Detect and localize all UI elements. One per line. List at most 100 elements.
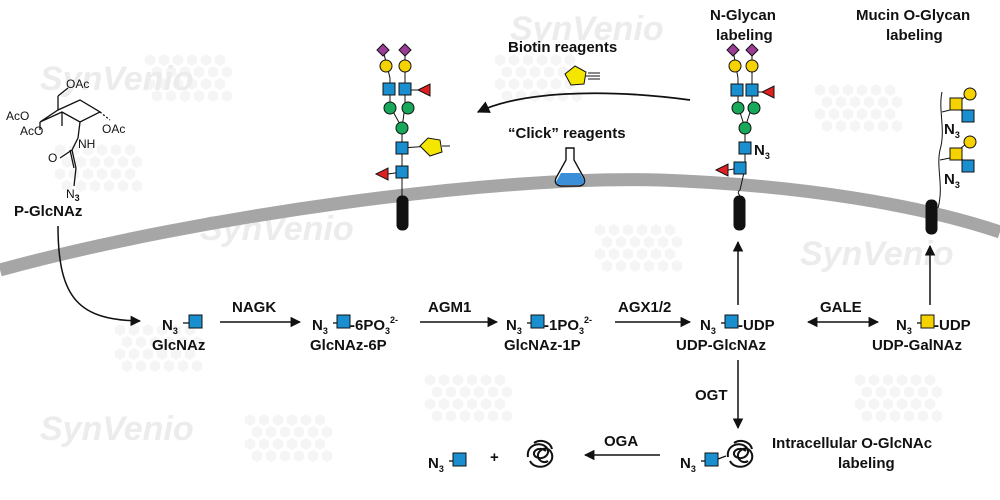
hexagon-decor (221, 90, 233, 102)
n3-label: N3 (700, 317, 716, 336)
hexagon-decor (854, 374, 866, 386)
hexagon-decor (629, 260, 641, 272)
hexagon-decor (466, 374, 478, 386)
hexagon-decor (135, 360, 147, 372)
hexagon-decor (177, 336, 189, 348)
hexagon-decor (903, 386, 915, 398)
hexagon-decor (193, 66, 205, 78)
hexagon-decor (438, 374, 450, 386)
hexagon-decor (875, 410, 887, 422)
hexagon-decor (184, 348, 196, 360)
hexagon-decor (828, 108, 840, 120)
hexagon-decor (863, 120, 875, 132)
hexagon-decor (131, 156, 143, 168)
hexagon-decor (200, 54, 212, 66)
enzyme-label-agx: AGX1/2 (618, 299, 671, 316)
hexagon-decor (594, 248, 606, 260)
intracellular-label-line2: labeling (838, 455, 895, 472)
hexagon-decor (170, 348, 182, 360)
galnac-square-icon (920, 314, 935, 329)
hexagon-decor (258, 438, 270, 450)
hexagon-decor (82, 144, 94, 156)
plus-sign: + (490, 449, 499, 466)
hexagon-decor (494, 398, 506, 410)
hexagon-decor (842, 84, 854, 96)
hexagon-decor (293, 426, 305, 438)
glcnaz-label: GlcNAz (152, 337, 205, 354)
n3-label: N3 (944, 121, 960, 140)
n3-label: N3 (754, 142, 770, 161)
click-reagents-label: “Click” reagents (508, 125, 626, 142)
hexagon-decor (124, 168, 136, 180)
hexagon-decor (473, 386, 485, 398)
acetyl-group-label: OAc (66, 77, 89, 91)
hexagon-decor (891, 120, 903, 132)
hexagon-decor (884, 108, 896, 120)
hexagon-decor (438, 398, 450, 410)
hexagon-decor (179, 66, 191, 78)
glcnaz-1p-label: GlcNAz-1P (504, 337, 581, 354)
hexagon-decor (158, 54, 170, 66)
hexagon-decor (889, 410, 901, 422)
hexagon-decor (601, 260, 613, 272)
azido-n-glycan (714, 43, 775, 231)
hexagon-decor (550, 54, 562, 66)
glcnac-square-icon (188, 314, 203, 329)
hexagon-decor (265, 450, 277, 462)
hexagon-decor (466, 398, 478, 410)
hexagon-decor (142, 324, 154, 336)
hexagon-decor (151, 66, 163, 78)
n3-label: N3 (944, 171, 960, 190)
protein-icon (726, 440, 754, 468)
hexagon-decor (307, 426, 319, 438)
hexagon-decor (854, 398, 866, 410)
hexagon-decor (165, 90, 177, 102)
hexagon-decor (615, 260, 627, 272)
hexagon-decor (251, 426, 263, 438)
hexagon-decor (221, 66, 233, 78)
glcnaz-6p-label: GlcNAz-6P (310, 337, 387, 354)
hexagon-decor (68, 168, 80, 180)
n-glycan-title-line2: labeling (716, 27, 773, 44)
udp-label: -UDP (934, 317, 971, 334)
hexagon-decor (494, 54, 506, 66)
hexagon-decor (657, 236, 669, 248)
hexagon-decor (459, 410, 471, 422)
flask-icon (554, 147, 586, 187)
udp-galnaz-label: UDP-GalNAz (872, 337, 962, 354)
hexagon-decor (835, 120, 847, 132)
hexagon-decor (286, 414, 298, 426)
hexagon-decor (200, 78, 212, 90)
hexagon-decor (124, 144, 136, 156)
hexagon-decor (314, 438, 326, 450)
mucin-title-line2: labeling (886, 27, 943, 44)
hexagon-decor (522, 78, 534, 90)
enzyme-label-agm1: AGM1 (428, 299, 471, 316)
hexagon-decor (300, 414, 312, 426)
hexagon-decor (501, 90, 513, 102)
hexagon-decor (835, 96, 847, 108)
hexagon-decor (424, 374, 436, 386)
hexagon-background-pattern (54, 54, 943, 462)
n3-label: N3 (506, 317, 522, 336)
p-glcnaz-label: P-GlcNAz (14, 203, 82, 220)
intracellular-label: Intracellular O-GlcNAc (772, 435, 932, 452)
labeling-arrow (476, 92, 691, 113)
udp-glcnaz-node: N3 -UDP UDP-GlcNAz (676, 314, 775, 354)
hexagon-decor (186, 54, 198, 66)
glcnaz-1p-node: N3 -1PO32- GlcNAz-1P (504, 314, 592, 354)
hexagon-decor (158, 78, 170, 90)
hexagon-decor (128, 348, 140, 360)
hexagon-decor (828, 84, 840, 96)
hexagon-decor (487, 386, 499, 398)
hexagon-decor (910, 374, 922, 386)
hexagon-decor (643, 236, 655, 248)
labeled-n-glycan (374, 43, 450, 231)
hexagon-decor (117, 156, 129, 168)
hexagon-decor (522, 54, 534, 66)
hexagon-decor (68, 144, 80, 156)
hexagon-decor (135, 336, 147, 348)
hexagon-decor (128, 324, 140, 336)
hexagon-decor (156, 324, 168, 336)
watermark-text: SynVenio (40, 410, 194, 448)
